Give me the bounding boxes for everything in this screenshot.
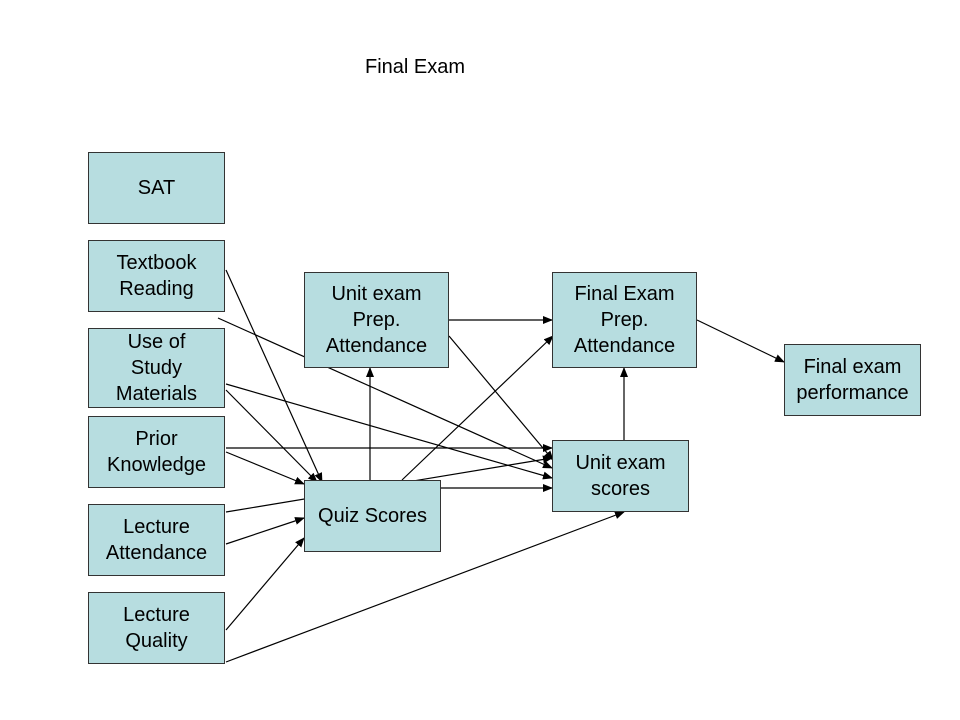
study-materials-box: Use of Study Materials <box>88 328 225 408</box>
lecture-attendance-box: Lecture Attendance <box>88 504 225 576</box>
textbook-reading-label: Textbook Reading <box>116 252 197 300</box>
prior-knowledge-box: Prior Knowledge <box>88 416 225 488</box>
arrow-materials-to-quiz <box>225 389 318 483</box>
textbook-reading-box: Textbook Reading <box>88 240 225 312</box>
final-exam-performance-label: Final exam performance <box>796 356 909 404</box>
arrow-final-prep-to-performance <box>696 319 785 363</box>
lecture-quality-box: Lecture Quality <box>88 592 225 664</box>
quiz-scores-box: Quiz Scores <box>304 480 441 552</box>
unit-exam-scores-label: Unit exam scores <box>575 452 666 500</box>
arrow-quality-to-unit-scores <box>225 511 625 663</box>
sat-box: SAT <box>88 152 225 224</box>
page-title: Final Exam <box>364 56 466 78</box>
lecture-quality-label: Lecture Quality <box>123 604 190 652</box>
unit-exam-scores-box: Unit exam scores <box>552 440 689 512</box>
quiz-scores-label: Quiz Scores <box>318 505 427 527</box>
arrow-prior-to-quiz <box>225 451 305 485</box>
final-exam-prep-box: Final Exam Prep. Attendance <box>552 272 697 368</box>
unit-exam-prep-label: Unit exam Prep. Attendance <box>325 283 428 357</box>
unit-exam-prep-box: Unit exam Prep. Attendance <box>304 272 449 368</box>
arrow-quality-to-quiz <box>225 537 305 631</box>
lecture-attendance-label: Lecture Attendance <box>105 516 208 564</box>
prior-knowledge-label: Prior Knowledge <box>107 428 206 476</box>
study-materials-label: Use of Study Materials <box>115 331 198 405</box>
arrow-unit-prep-to-unit-scores <box>448 335 554 461</box>
final-exam-performance-box: Final exam performance <box>784 344 921 416</box>
arrow-textbook-to-unit-scores <box>217 317 553 469</box>
arrow-textbook-to-quiz <box>225 269 323 483</box>
arrow-materials-to-unit-scores <box>225 383 553 480</box>
arrow-attendance-to-quiz <box>225 517 305 545</box>
final-exam-prep-label: Final Exam Prep. Attendance <box>573 283 676 357</box>
arrow-quiz-to-final-prep <box>401 335 554 481</box>
sat-label: SAT <box>137 177 176 199</box>
